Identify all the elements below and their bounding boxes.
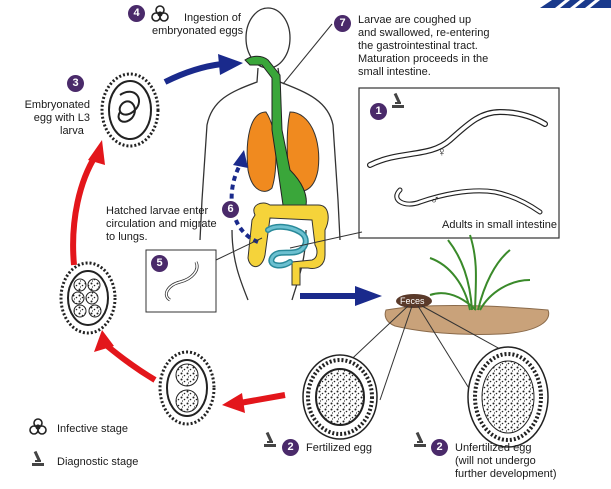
step-2b-line1: Unfertilized egg [455, 442, 532, 454]
step-6-line3: to lungs. [106, 231, 148, 243]
step-1-caption: Adults in small intestine [442, 219, 557, 231]
soil-mound [384, 294, 550, 336]
egg-unfertilized [467, 346, 549, 448]
step-3-line3: larva [60, 125, 84, 137]
egg-fertilized [302, 354, 378, 440]
red-arrowhead-2 [94, 330, 114, 352]
lungs [246, 111, 320, 192]
step-2b-line3: further development) [455, 468, 557, 480]
pointer-line-1 [289, 231, 363, 249]
step-badge-2b: 2 [431, 439, 448, 456]
step-7-line3: the gastrointestinal tract. [358, 40, 478, 52]
microscope-icon [32, 92, 426, 466]
step-7-caption: Larvae are coughed up and swallowed, re-… [358, 14, 489, 79]
step-3-line2: egg with L3 [33, 112, 90, 124]
step-badge-2a: 2 [282, 439, 299, 456]
step-2b-caption: Unfertilized egg (will not undergo furth… [455, 442, 557, 481]
legend-infective-label: Infective stage [57, 423, 128, 435]
step-badge-7: 7 [334, 15, 351, 32]
step-badge-3: 3 [67, 75, 84, 92]
step-6-line1: Hatched larvae enter [106, 205, 209, 217]
female-symbol: ♀ [437, 144, 447, 159]
egg-embryonated-l3 [100, 72, 160, 148]
corner-stripes [540, 0, 611, 8]
ingestion-arrow [163, 61, 223, 85]
step-7-line4: Maturation proceeds in the [358, 53, 489, 65]
step-6-line2: circulation and migrate [106, 218, 217, 230]
step-7-line5: small intestine. [358, 66, 431, 78]
pointer-line-5 [215, 237, 263, 261]
pointer-line-7 [282, 23, 333, 85]
grass-icon [429, 234, 531, 311]
male-symbol: ♂ [430, 192, 440, 207]
legend-biohazard-icon [29, 418, 47, 435]
egg-two-cell [158, 350, 216, 426]
large-intestine [247, 202, 329, 286]
step-badge-6: 6 [222, 201, 239, 218]
step-2b-line2: (will not undergo [455, 455, 536, 467]
step-2a-caption: Fertilized egg [306, 442, 373, 454]
step-7-line2: and swallowed, re-entering [358, 27, 490, 39]
step-badge-1: 1 [370, 103, 387, 120]
legend-diagnostic-label: Diagnostic stage [57, 456, 139, 468]
step-badge-5: 5 [151, 255, 168, 272]
egg-multicellular [59, 261, 117, 335]
step-4-line1: Ingestion of [184, 12, 241, 24]
step-4-caption: Ingestion of embryonated eggs [152, 12, 243, 38]
adults-box [358, 87, 560, 239]
biohazard-icon [151, 5, 169, 22]
migration-arrowhead [233, 150, 248, 168]
step-4-line2: embryonated eggs [152, 25, 244, 37]
red-arrowhead-1 [222, 393, 245, 413]
migration-arrow [229, 164, 259, 244]
small-intestine [265, 223, 309, 269]
red-arrowhead-3 [88, 140, 105, 165]
step-3-caption: Embryonated egg with L3 larva [10, 99, 90, 138]
feces-label: Feces [400, 296, 425, 306]
step-3-line1: Embryonated [24, 99, 90, 111]
step-badge-4: 4 [128, 5, 145, 22]
step-7-line1: Larvae are coughed up [358, 14, 472, 26]
step-6-caption: Hatched larvae enter circulation and mig… [106, 205, 217, 244]
